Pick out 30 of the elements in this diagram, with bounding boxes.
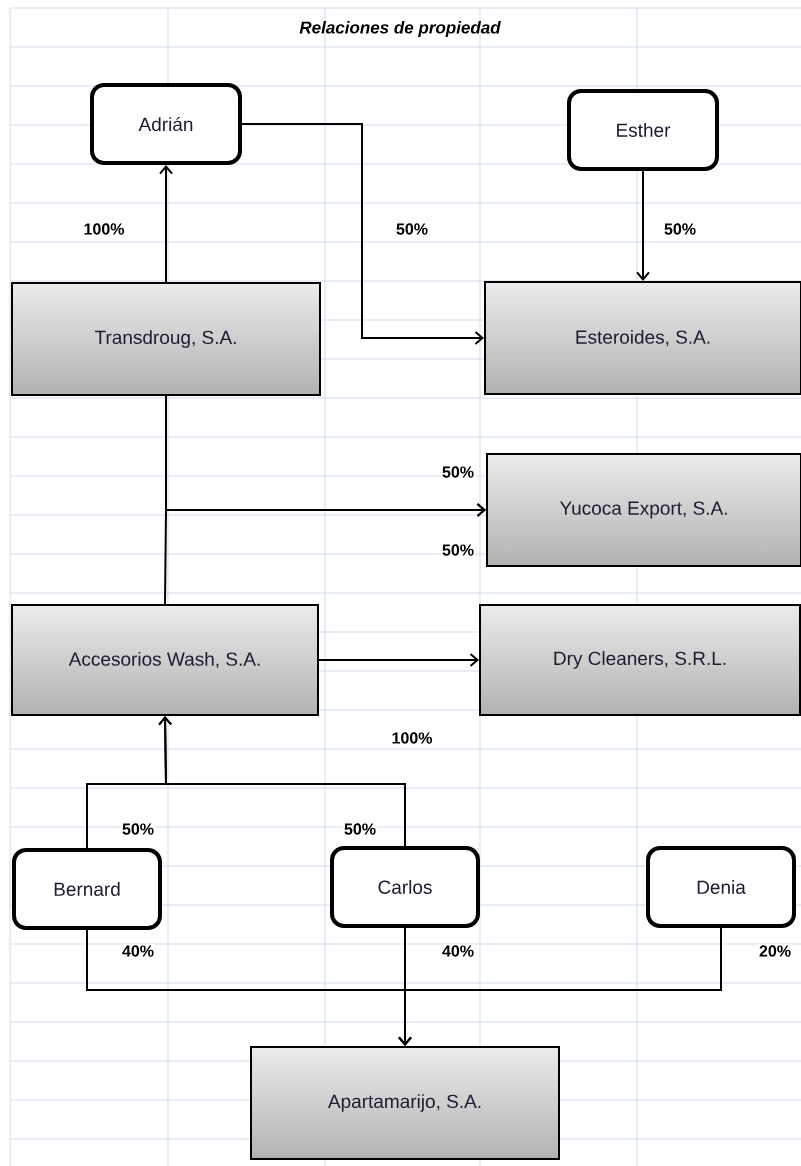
edge-label: 50% [442, 466, 474, 478]
edge-label: 50% [122, 823, 154, 835]
person-box: Denia [646, 846, 796, 928]
person-box: Bernard [12, 848, 162, 930]
edge-label: 100% [392, 732, 433, 744]
arrow [164, 503, 486, 605]
edge-label: 40% [442, 945, 474, 957]
company-box: Apartamarijo, S.A. [250, 1046, 560, 1160]
edge-label: 100% [84, 223, 125, 235]
arrow [241, 123, 484, 345]
edge-label: 50% [664, 223, 696, 235]
arrow [159, 165, 173, 283]
person-box: Adrián [90, 83, 242, 165]
title: Relaciones de propiedad [299, 21, 501, 37]
edge-label: 50% [442, 544, 474, 556]
edge-label: 50% [344, 823, 376, 835]
company-box: Transdroug, S.A. [11, 282, 321, 396]
arrow [158, 716, 406, 847]
person-box: Carlos [330, 846, 480, 928]
arrow [636, 170, 650, 281]
edge-label: 50% [396, 223, 428, 235]
edge-label: 20% [759, 945, 791, 957]
person-box: Esther [567, 89, 719, 171]
company-box: Yucoca Export, S.A. [486, 453, 801, 567]
arrow [318, 653, 479, 667]
edge-label: 40% [122, 945, 154, 957]
company-box: Esteroides, S.A. [484, 281, 801, 395]
company-box: Accesorios Wash, S.A. [11, 604, 319, 716]
company-box: Dry Cleaners, S.R.L. [479, 604, 801, 716]
arrow [398, 927, 722, 1046]
